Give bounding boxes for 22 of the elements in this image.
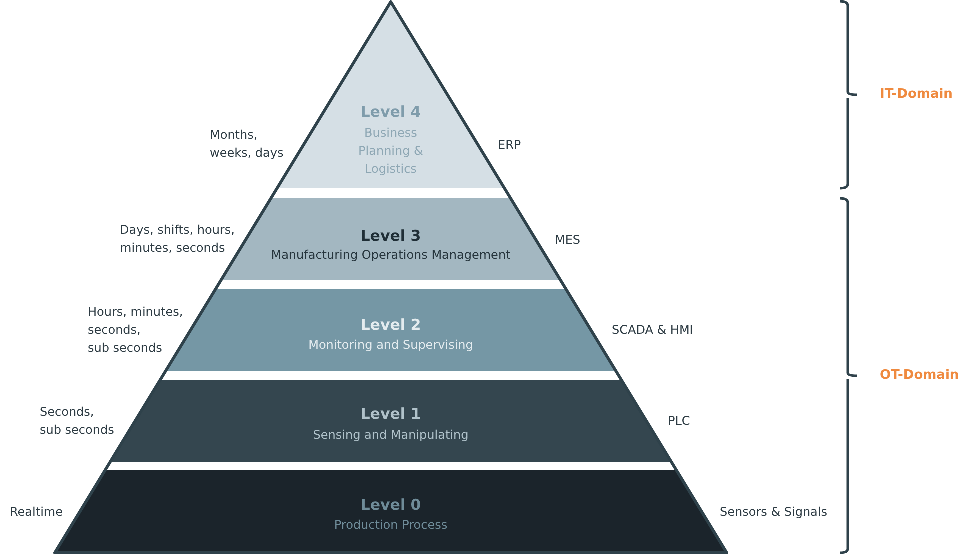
time-scale-label: Realtime: [10, 504, 63, 521]
system-label: Sensors & Signals: [720, 504, 828, 521]
system-label: SCADA & HMI: [612, 322, 694, 339]
level-description: Monitoring and Supervising: [308, 337, 474, 354]
level-heading: Level 4: [360, 102, 422, 122]
level-description: Business Planning & Logistics: [358, 125, 424, 178]
time-scale-label: Days, shifts, hours, minutes, seconds: [120, 222, 235, 257]
level-description: Production Process: [334, 517, 448, 534]
level-description: Sensing and Manipulating: [313, 427, 469, 444]
system-label: MES: [554, 232, 581, 249]
level-description: Manufacturing Operations Management: [271, 247, 511, 264]
level-heading: Level 1: [360, 404, 422, 424]
domain-label: IT-Domain: [880, 86, 953, 104]
domain-label: OT-Domain: [880, 367, 960, 385]
level-heading: Level 0: [360, 495, 422, 515]
time-scale-label: Hours, minutes, seconds, sub seconds: [88, 304, 184, 357]
level-heading: Level 3: [360, 226, 422, 246]
time-scale-label: Months, weeks, days: [210, 127, 284, 162]
system-label: PLC: [668, 413, 690, 430]
time-scale-label: Seconds, sub seconds: [40, 404, 114, 439]
system-label: ERP: [498, 137, 522, 154]
level-heading: Level 2: [360, 315, 422, 335]
